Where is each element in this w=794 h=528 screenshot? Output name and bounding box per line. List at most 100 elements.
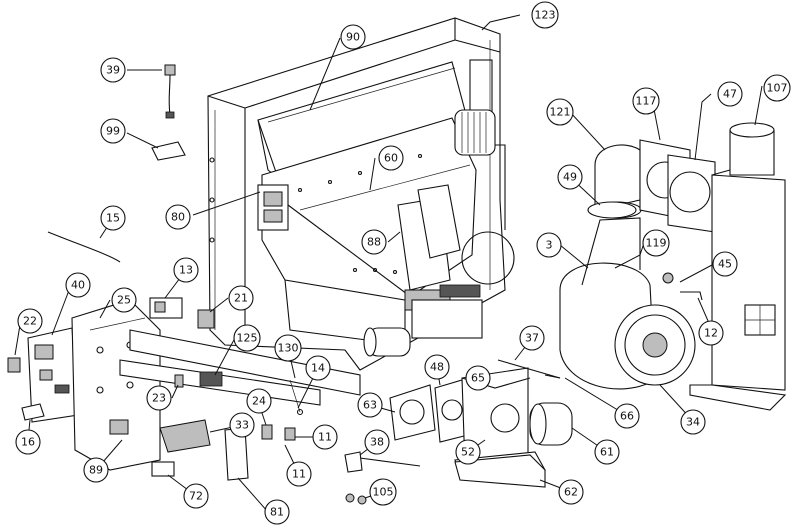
callout-circle bbox=[274, 334, 302, 362]
callout-circle bbox=[546, 98, 574, 126]
callout-121: 121 bbox=[546, 98, 574, 126]
callout-label: 24 bbox=[252, 395, 266, 408]
grommet-left bbox=[345, 493, 355, 503]
blower-motor bbox=[529, 402, 573, 446]
callout-circle bbox=[536, 232, 562, 258]
callout-circle bbox=[173, 257, 199, 283]
callout-12: 12 bbox=[698, 320, 724, 346]
callout-45: 45 bbox=[712, 251, 738, 277]
callout-label: 99 bbox=[106, 125, 120, 138]
callout-label: 33 bbox=[235, 419, 249, 432]
callout-circle bbox=[233, 324, 261, 352]
callout-label: 13 bbox=[179, 264, 193, 277]
callout-72: 72 bbox=[183, 483, 209, 509]
callout-label: 23 bbox=[152, 392, 166, 405]
ignition-module bbox=[411, 299, 483, 339]
callout-label: 72 bbox=[189, 490, 203, 503]
callout-label: 121 bbox=[550, 106, 571, 119]
callout-label: 117 bbox=[636, 95, 657, 108]
callout-circle bbox=[594, 439, 620, 465]
callout-circle bbox=[183, 483, 209, 509]
base-plate bbox=[454, 454, 546, 488]
callout-11: 11 bbox=[286, 461, 312, 487]
callout-circle bbox=[369, 478, 397, 506]
callout-circle bbox=[712, 251, 738, 277]
callout-105: 105 bbox=[369, 478, 397, 506]
callout-90: 90 bbox=[340, 24, 366, 50]
callout-66: 66 bbox=[614, 403, 640, 429]
shaft-rod bbox=[497, 359, 561, 379]
callout-14: 14 bbox=[305, 355, 331, 381]
callout-125: 125 bbox=[233, 324, 261, 352]
callout-65: 65 bbox=[465, 365, 491, 391]
callout-circle bbox=[264, 499, 290, 525]
vent-hood bbox=[689, 122, 787, 411]
callout-label: 125 bbox=[237, 332, 258, 345]
callout-48: 48 bbox=[424, 354, 450, 380]
callout-circle bbox=[83, 457, 109, 483]
capacitor-cylinder bbox=[363, 327, 411, 357]
gas-pipe-rod bbox=[344, 451, 421, 473]
callout-label: 21 bbox=[234, 292, 248, 305]
flue-opening bbox=[461, 231, 515, 285]
callout-label: 62 bbox=[564, 486, 578, 499]
heat-exchanger-coil bbox=[454, 109, 496, 156]
gasket-ring bbox=[587, 201, 637, 219]
callout-label: 3 bbox=[546, 239, 553, 252]
callout-label: 38 bbox=[370, 436, 384, 449]
callout-circle bbox=[424, 354, 450, 380]
grommet bbox=[662, 272, 674, 284]
callout-circle bbox=[305, 355, 331, 381]
callout-label: 119 bbox=[646, 237, 667, 250]
callout-25: 25 bbox=[111, 287, 137, 313]
callout-circle bbox=[361, 229, 387, 255]
callout-130: 130 bbox=[274, 334, 302, 362]
grommet-right bbox=[357, 495, 367, 505]
callout-label: 88 bbox=[367, 236, 381, 249]
callout-88: 88 bbox=[361, 229, 387, 255]
callout-label: 22 bbox=[23, 315, 37, 328]
callout-22: 22 bbox=[17, 308, 43, 334]
callout-circle bbox=[364, 429, 390, 455]
callout-label: 66 bbox=[620, 410, 634, 423]
control-board bbox=[27, 327, 79, 423]
wire-harness-connector bbox=[164, 64, 176, 119]
callout-label: 11 bbox=[318, 431, 332, 444]
fuse bbox=[7, 357, 21, 373]
relay bbox=[197, 309, 215, 329]
bracket-clip bbox=[680, 291, 703, 301]
callout-circle bbox=[100, 118, 126, 144]
callout-circle bbox=[229, 412, 255, 438]
callout-52: 52 bbox=[455, 439, 481, 465]
callout-label: 34 bbox=[686, 416, 700, 429]
mounting-plate bbox=[434, 379, 469, 443]
terminal-block bbox=[21, 403, 45, 421]
callout-circle bbox=[286, 461, 312, 487]
callout-circle bbox=[246, 388, 272, 414]
callout-24: 24 bbox=[246, 388, 272, 414]
callout-circle bbox=[228, 285, 254, 311]
callout-label: 14 bbox=[311, 362, 325, 375]
limit-switch bbox=[174, 374, 184, 388]
callout-label: 52 bbox=[461, 446, 475, 459]
callout-circle bbox=[465, 365, 491, 391]
callout-81: 81 bbox=[264, 499, 290, 525]
callout-circle bbox=[17, 308, 43, 334]
callout-123: 123 bbox=[531, 1, 559, 29]
callout-circle bbox=[519, 325, 545, 351]
blower-gasket bbox=[389, 384, 436, 441]
callout-119: 119 bbox=[642, 229, 670, 257]
manifold-rod bbox=[287, 204, 416, 301]
transformer bbox=[159, 419, 211, 453]
callout-circle bbox=[455, 439, 481, 465]
callout-circle bbox=[165, 204, 191, 230]
callout-39: 39 bbox=[100, 57, 126, 83]
callout-80: 80 bbox=[165, 204, 191, 230]
callout-label: 89 bbox=[89, 464, 103, 477]
callout-label: 107 bbox=[767, 82, 788, 95]
callout-11: 11 bbox=[312, 424, 338, 450]
callout-33: 33 bbox=[229, 412, 255, 438]
callout-label: 15 bbox=[106, 212, 120, 225]
callout-label: 105 bbox=[373, 486, 394, 499]
